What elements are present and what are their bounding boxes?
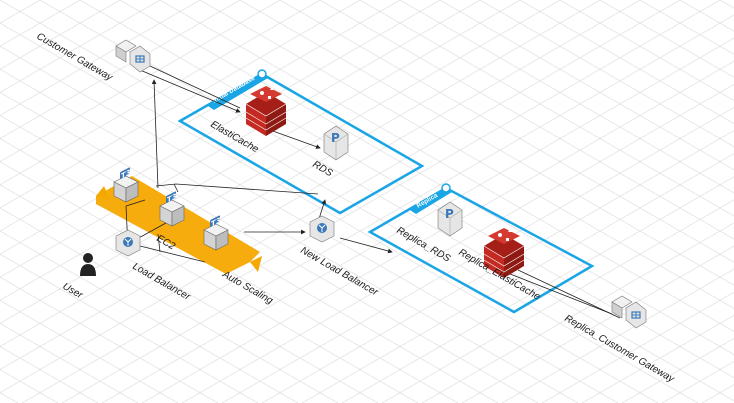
ec2-instance[interactable]: T3 bbox=[203, 215, 229, 251]
elasticache-icon[interactable] bbox=[245, 86, 287, 136]
instance-badge: T3 bbox=[167, 191, 177, 204]
group-pin-icon bbox=[441, 183, 451, 193]
svg-text:P: P bbox=[445, 207, 454, 221]
customer-gateway-icon[interactable] bbox=[115, 39, 151, 73]
ec2-instance[interactable]: T3 bbox=[159, 191, 185, 227]
load-balancer-icon[interactable] bbox=[115, 229, 141, 257]
group-pin-icon bbox=[257, 69, 267, 79]
user-icon[interactable] bbox=[80, 253, 96, 276]
replica-customer-gateway-icon[interactable] bbox=[611, 295, 647, 329]
instance-badge: T3 bbox=[121, 167, 131, 180]
replica-rds-icon[interactable]: P bbox=[437, 201, 463, 237]
connections bbox=[125, 65, 621, 319]
new-load-balancer-icon[interactable] bbox=[309, 215, 335, 243]
replica-elasticache-icon[interactable] bbox=[483, 228, 525, 278]
instance-badge: T3 bbox=[211, 215, 221, 228]
rds-icon[interactable]: P bbox=[323, 125, 349, 161]
ec2-instance[interactable]: T3 bbox=[113, 167, 139, 203]
auto-scaling-group[interactable] bbox=[96, 176, 262, 274]
svg-text:P: P bbox=[331, 131, 340, 145]
